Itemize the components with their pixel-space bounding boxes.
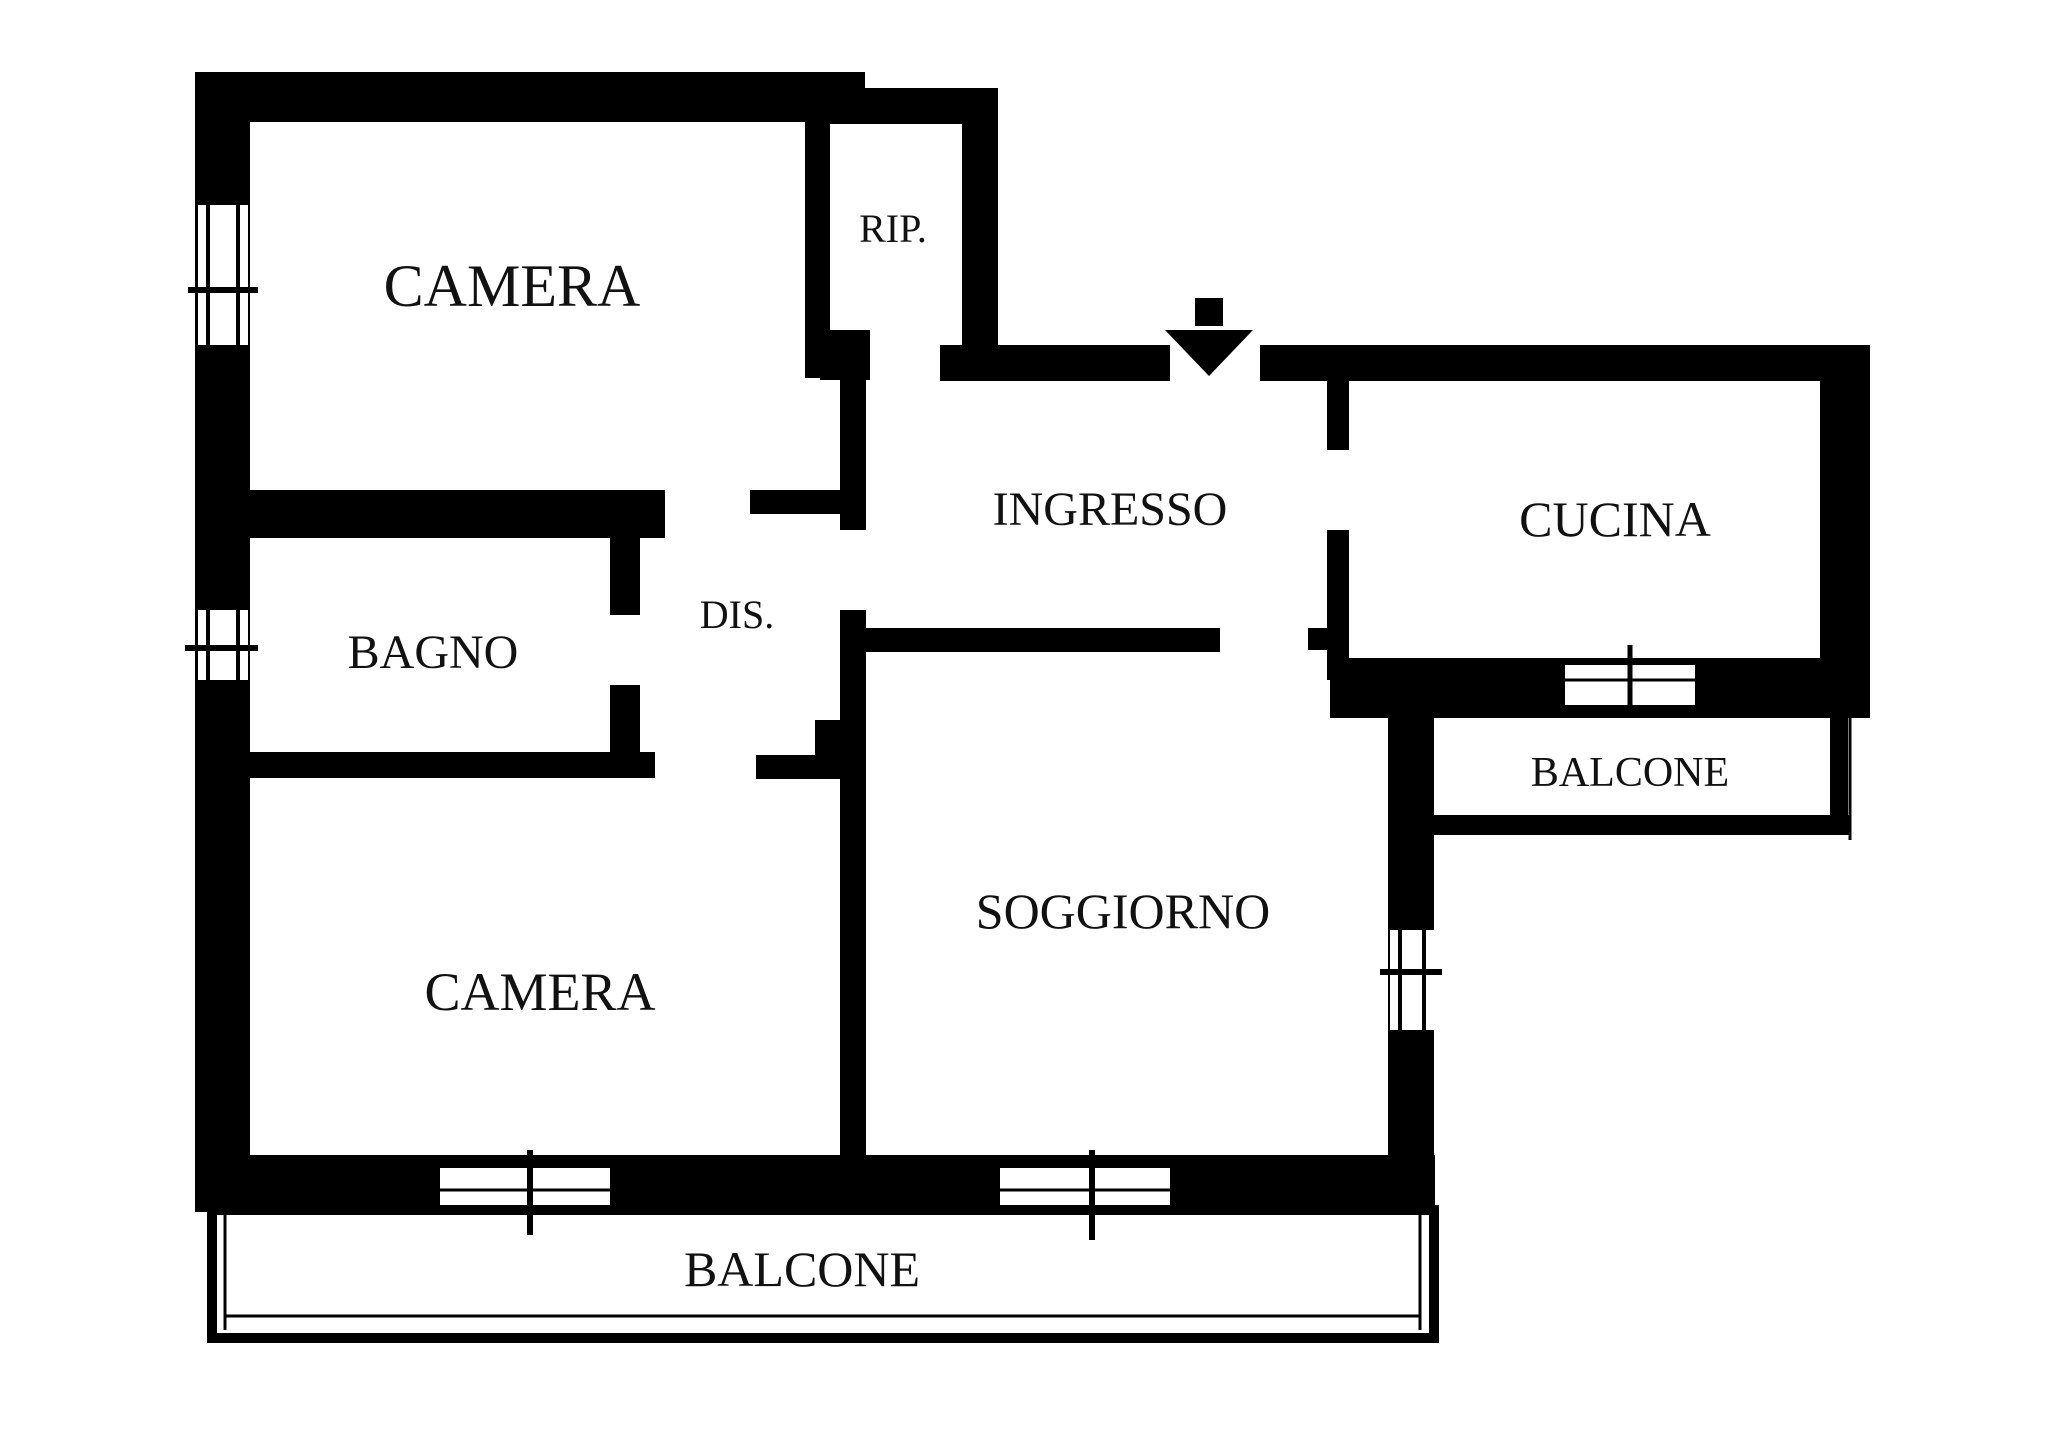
wall-rip-right xyxy=(962,88,998,378)
wall-balcone-right-top xyxy=(1420,700,1860,718)
room-label-balcone-right: BALCONE xyxy=(1531,750,1729,796)
wall-camera-bottom-divider xyxy=(756,755,866,779)
room-label-rip: RIP. xyxy=(859,206,927,251)
window-cucina-balcone xyxy=(1565,645,1695,715)
wall-bagno-top xyxy=(245,490,665,538)
room-label-cucina: CUCINA xyxy=(1519,491,1711,547)
wall-cucina-left-bottom xyxy=(1327,530,1349,680)
balcony-right-railing xyxy=(1840,705,1852,840)
down-arrow-icon xyxy=(1165,298,1253,376)
wall-soggiorno-top xyxy=(860,628,1220,652)
room-labels: CAMERA RIP. INGRESSO CUCINA BAGNO DIS. B… xyxy=(348,206,1730,1297)
room-label-soggiorno: SOGGIORNO xyxy=(976,883,1270,939)
room-label-dis: DIS. xyxy=(700,592,774,637)
windows xyxy=(185,205,1695,1240)
wall-bottom-outer xyxy=(195,1155,1435,1210)
wall-balcone-right-end xyxy=(1830,705,1848,830)
wall-bagno-right-top xyxy=(610,505,640,615)
room-label-balcone-bottom: BALCONE xyxy=(684,1241,920,1297)
window-camera-top-left xyxy=(188,205,258,345)
wall-soggiorno-left xyxy=(840,610,866,1180)
room-label-camera-bottom: CAMERA xyxy=(424,962,655,1022)
room-label-camera-top: CAMERA xyxy=(384,253,641,319)
wall-ingresso-top-right xyxy=(1260,345,1870,381)
wall-balcone-right-bottom xyxy=(1420,815,1850,835)
window-bagno-left xyxy=(185,610,258,680)
wall-camera-top-divider xyxy=(750,490,860,514)
wall-cucina-left-top xyxy=(1327,378,1349,450)
balcony-bottom-railing xyxy=(207,1205,1439,1343)
wall-bagno-right-bottom xyxy=(610,685,640,763)
wall-cucina-left-stub xyxy=(1308,628,1348,650)
room-label-bagno: BAGNO xyxy=(348,626,519,679)
room-label-ingresso: INGRESSO xyxy=(993,483,1228,536)
wall-bagno-bottom xyxy=(245,752,655,778)
window-soggiorno-right xyxy=(1380,930,1442,1030)
wall-ingresso-top-left xyxy=(940,345,1170,381)
window-soggiorno-bottom xyxy=(1000,1150,1170,1240)
wall-top-left xyxy=(195,72,865,122)
window-camera-bottom xyxy=(440,1150,610,1235)
wall-cucina-right xyxy=(1820,345,1870,705)
